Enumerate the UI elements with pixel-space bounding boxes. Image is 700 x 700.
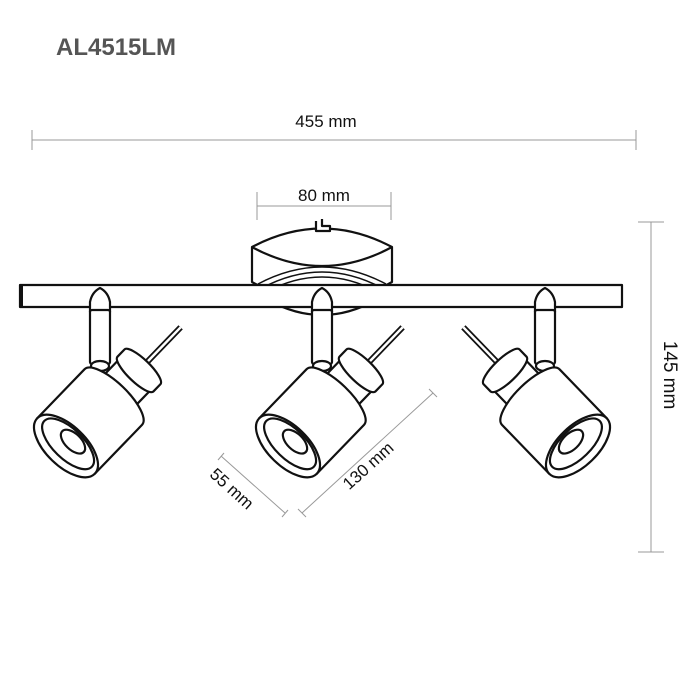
spot-diameter-label: 55 mm: [206, 464, 257, 513]
dimension-base-diameter: 80 mm: [256, 186, 392, 220]
model-title: AL4515LM: [56, 34, 177, 61]
spotlight-middle: [245, 286, 431, 488]
total-width-label: 455 mm: [295, 112, 356, 131]
spotlight-right: [435, 286, 621, 488]
height-label: 145 mm: [659, 341, 680, 410]
base-diameter-label: 80 mm: [298, 186, 350, 205]
dimension-total-width: 455 mm: [31, 112, 637, 150]
spot-length-label: 130 mm: [339, 438, 397, 493]
dimension-height: 145 mm: [638, 221, 680, 553]
spotlight-left: [23, 286, 209, 488]
